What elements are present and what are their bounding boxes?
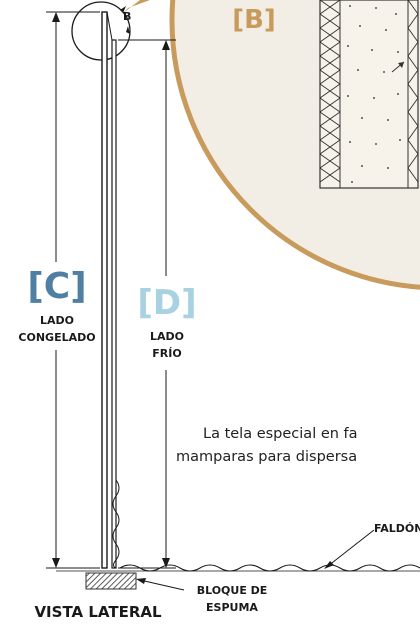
foam-label-line2: ESPUMA	[206, 601, 258, 614]
callout-label: [B]	[232, 5, 276, 35]
skirt-fold	[112, 479, 120, 569]
description-text: La tela especial en fa mamparas para dis…	[176, 426, 358, 465]
panel-wall	[101, 11, 120, 569]
foam-label-line1: BLOQUE DE	[197, 584, 268, 597]
panel-cross-section	[319, 0, 419, 189]
floor-skirt: FALDÓN	[56, 522, 420, 572]
description-line1: La tela especial en fa	[203, 426, 358, 442]
dimension-c-bracket: [C]	[27, 266, 86, 307]
detail-marker: B	[71, 1, 131, 61]
dimension-d-line2: FRÍO	[152, 347, 181, 360]
dimension-c: [C] LADO CONGELADO	[18, 11, 100, 569]
foam-block: BLOQUE DE ESPUMA	[85, 572, 268, 614]
view-title: VISTA LATERAL	[34, 603, 162, 621]
dimension-c-line1: LADO	[40, 314, 74, 327]
detail-marker-letter: B	[123, 10, 131, 23]
dimension-c-line2: CONGELADO	[18, 331, 95, 344]
skirt-label: FALDÓN	[374, 522, 420, 535]
description-line2: mamparas para dispersa	[176, 449, 357, 465]
dimension-d: [D] LADO FRÍO	[118, 39, 197, 569]
detail-callout: [B]	[122, 0, 420, 290]
dimension-d-line1: LADO	[150, 330, 184, 343]
dimension-d-bracket: [D]	[137, 283, 196, 323]
